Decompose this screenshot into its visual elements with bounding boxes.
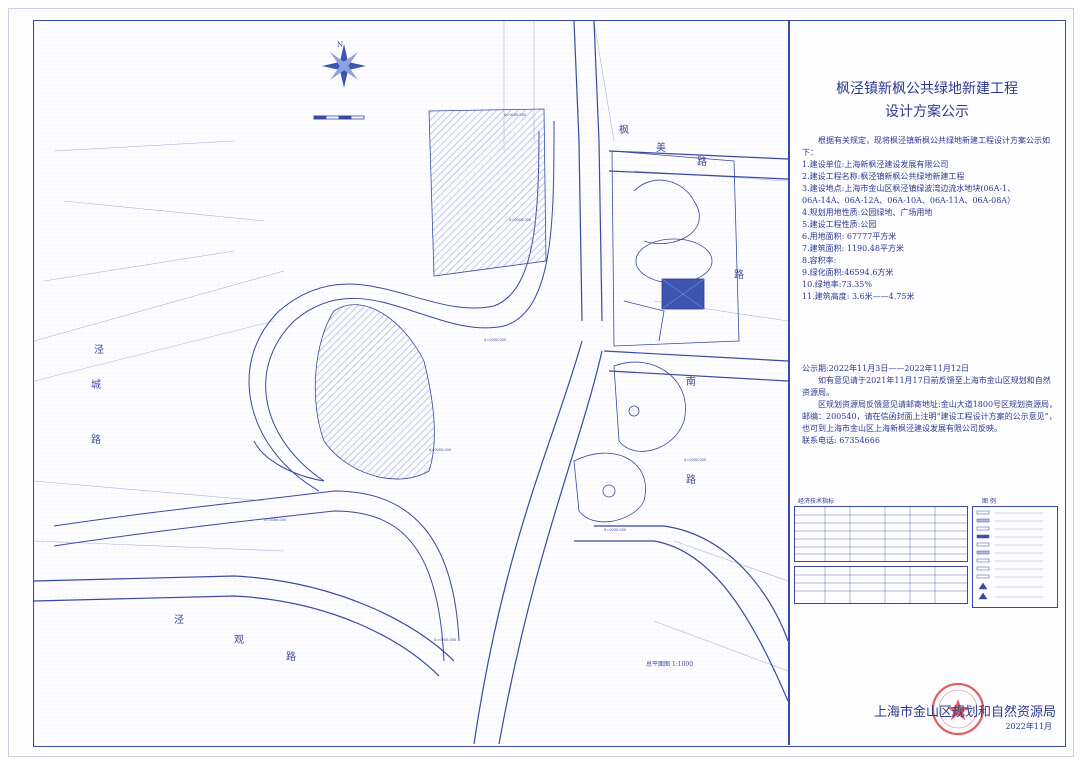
official-stamp-icon <box>931 682 985 736</box>
road-label: 路 <box>734 270 744 281</box>
svg-text:X=0000.000: X=0000.000 <box>504 113 526 117</box>
notice-item: 7.建筑面积: 1190.48平方米 <box>802 244 904 253</box>
notice-period: 公示期:2022年11月3日——2022年11月12日 如有意见请于2021年1… <box>802 363 1058 447</box>
road-label: 路 <box>697 157 707 168</box>
notice-line: 公示期:2022年11月3日——2022年11月12日 <box>802 364 970 373</box>
notice-item: 6.用地面积: 67777平方米 <box>802 232 897 241</box>
road-label: 路 <box>91 435 101 446</box>
table-grid <box>795 507 967 561</box>
notice-item: 06A-14A、06A-12A、06A-10A、06A-11A、06A-08A） <box>802 196 1016 205</box>
issue-date: 2022年11月 <box>1005 722 1052 731</box>
indicator-table-2 <box>794 566 968 604</box>
road-label: 枫 <box>619 125 629 136</box>
scale-bar <box>313 115 365 120</box>
panel-divider <box>788 20 790 745</box>
notice-item: 8.容积率: <box>802 256 837 265</box>
road-label: 城 <box>91 380 101 391</box>
issuer-name: 上海市金山区规划和自然资源局 <box>873 705 1056 720</box>
drawing-frame <box>33 20 1066 747</box>
svg-text:X=0000.000: X=0000.000 <box>509 218 531 222</box>
notice-item: 1.建设单位:上海新枫泾建设发展有限公司 <box>802 160 949 169</box>
legend-title: 图 例 <box>982 498 996 505</box>
north-arrow-icon <box>322 44 366 88</box>
indicator-table-1 <box>794 506 968 562</box>
road-label: 路 <box>686 475 696 486</box>
notice-item: 10.绿地率:73.35% <box>802 280 872 289</box>
svg-text:X=0000.000: X=0000.000 <box>429 448 451 452</box>
road-label: 路 <box>286 652 296 663</box>
notice-item: 9.绿化面积:46594.6方米 <box>802 268 894 277</box>
site-plan-drawing: X=0000.000 X=0000.000 X=0000.000 X=0000.… <box>34 21 788 744</box>
notice-intro: 根据有关规定，现将枫泾镇新枫公共绿地新建工程设计方案公示如下： <box>802 136 1050 157</box>
road-label: 南 <box>686 377 696 388</box>
svg-text:X=0000.000: X=0000.000 <box>264 518 286 522</box>
notice-body: 根据有关规定，现将枫泾镇新枫公共绿地新建工程设计方案公示如下： 1.建设单位:上… <box>802 135 1060 303</box>
svg-text:X=0000.000: X=0000.000 <box>604 528 626 532</box>
notice-line: 联系电话: 67354666 <box>802 436 880 445</box>
road-label: 泾 <box>174 615 184 626</box>
notice-line: 如有意见请于2021年11月17日前反馈至上海市金山区规划和自然资源局。 <box>802 376 1051 397</box>
notice-item: 2.建设工程名称:枫泾镇新枫公共绿地新建工程 <box>802 172 965 181</box>
table-title: 经济技术指标 <box>798 498 835 505</box>
north-label: N <box>337 41 344 49</box>
notice-item: 4.规划用地性质:公园绿地、广场用地 <box>802 208 933 217</box>
legend-box <box>972 506 1058 608</box>
notice-title: 枫泾镇新枫公共绿地新建工程 <box>836 81 1018 97</box>
notice-item: 3.建设地点:上海市金山区枫泾镇绿波湾边流水地块(06A-1、 <box>802 184 1016 193</box>
notice-subtitle: 设计方案公示 <box>885 104 969 120</box>
road-label: 泾 <box>94 345 104 356</box>
svg-text:X=0000.000: X=0000.000 <box>684 458 706 462</box>
notice-panel: 枫泾镇新枫公共绿地新建工程 设计方案公示 根据有关规定，现将枫泾镇新枫公共绿地新… <box>790 21 1064 744</box>
road-label: 美 <box>656 143 666 154</box>
table-grid <box>795 567 967 603</box>
notice-line: 区规划资源局反馈意见请邮寄地址:金山大道1800号区规划资源局，邮编：20054… <box>802 400 1058 433</box>
notice-item: 5.建设工程性质:公园 <box>802 220 877 229</box>
svg-text:X=0000.000: X=0000.000 <box>484 338 506 342</box>
svg-text:X=0000.000: X=0000.000 <box>434 638 456 642</box>
notice-item: 11.建筑高度: 3.6米——4.75米 <box>802 292 915 301</box>
legend-swatches <box>976 510 1043 600</box>
scale-label: 总平面图 1:1000 <box>646 661 694 668</box>
site-plan: X=0000.000 X=0000.000 X=0000.000 X=0000.… <box>34 21 788 744</box>
road-label: 观 <box>234 635 244 646</box>
